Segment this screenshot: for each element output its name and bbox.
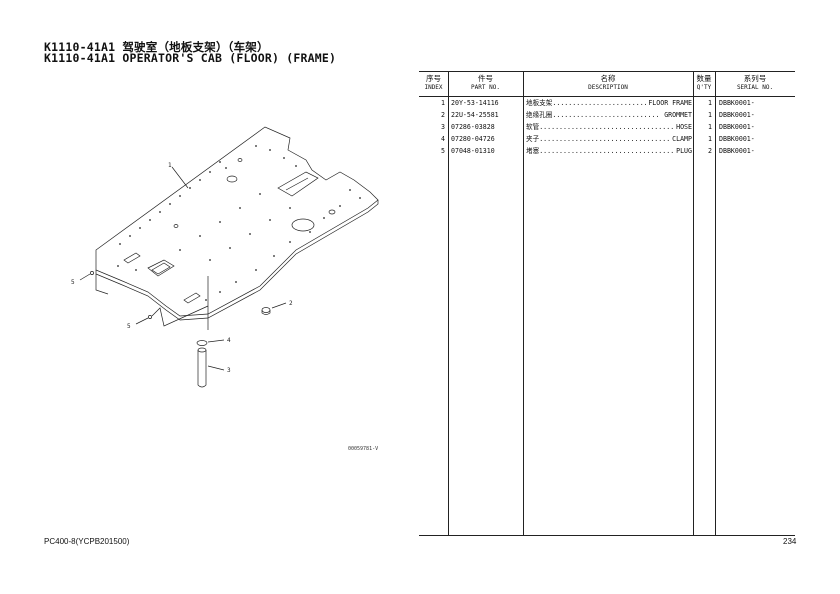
callout-4: 4 (227, 337, 231, 344)
callout-5-lower: 5 (127, 323, 131, 330)
page-number: 234 (783, 537, 797, 546)
floor-frame-drawing: 1 2 3 4 5 5 (71, 126, 379, 388)
grommet-part (261, 307, 271, 313)
table-row: 4 07280-04726 夹子........................… (441, 133, 755, 145)
figure-code: 00059781-V (348, 446, 379, 452)
callout-5-left: 5 (71, 279, 75, 286)
callout-3: 3 (227, 367, 231, 374)
floor-frame-outline (95, 126, 379, 317)
callout-2: 2 (289, 300, 293, 307)
page-title-english: K1110-41A1 OPERATOR'S CAB (FLOOR) (FRAME… (44, 51, 337, 65)
callout-1: 1 (168, 162, 172, 169)
table-row: 1 20Y-53-14116 地板支架.....................… (441, 97, 755, 109)
page-title-chinese: K1110-41A1 驾驶室（地板支架）（车架） (44, 40, 269, 54)
table-row: 5 07048-01310 堵塞........................… (441, 145, 755, 157)
model-number: PC400-8(YCPB201500) (44, 537, 130, 546)
plug-part-left (90, 271, 94, 275)
plug-part-lower (148, 315, 152, 319)
table-row: 2 22U-54-25581 绝缘孔圈.....................… (441, 109, 755, 121)
table-row: 3 07286-03828 软管........................… (441, 121, 755, 133)
hose-part (197, 350, 207, 388)
clamp-part (196, 340, 208, 346)
exploded-view-illustration: 1 2 3 4 5 5 (60, 110, 400, 460)
